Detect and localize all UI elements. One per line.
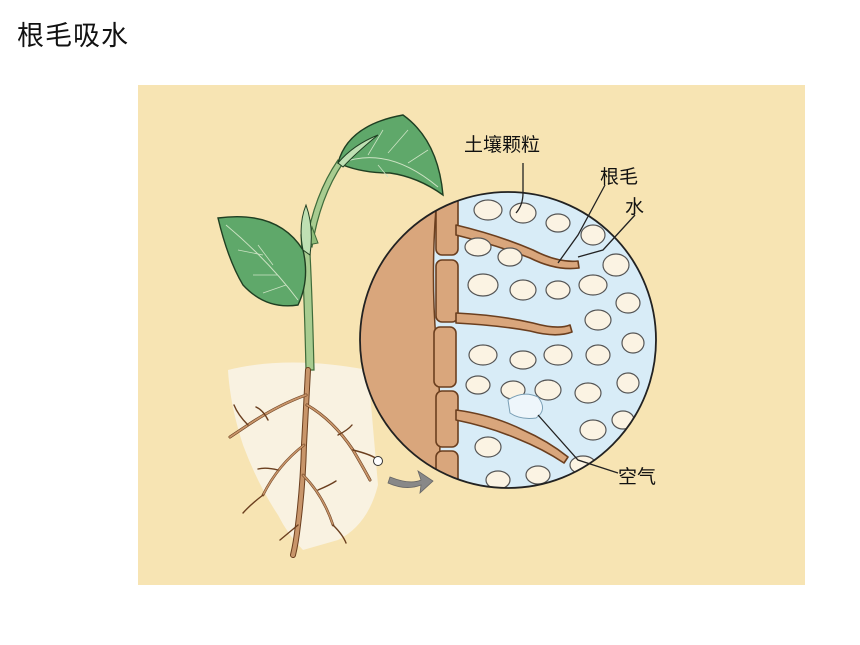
left-leaf-vein [225, 224, 299, 301]
left-leaf [217, 215, 307, 307]
diagram-svg: 土壤颗粒 根毛 水 空气 [138, 85, 805, 585]
magnified-circle-outline [359, 191, 657, 489]
soil-particles [464, 199, 645, 488]
label-soil-particles: 土壤颗粒 [464, 134, 540, 156]
magnify-marker [373, 456, 383, 466]
right-leaf-vein [340, 157, 439, 188]
left-leaf-underside [300, 203, 312, 256]
left-leaf-veins [237, 244, 287, 294]
leader-lines [515, 163, 636, 474]
root-system [228, 367, 379, 558]
label-root-hair: 根毛 [600, 166, 638, 188]
right-leaf-underside [337, 134, 379, 168]
right-leaf [337, 114, 444, 197]
air-pocket [507, 393, 543, 419]
epidermal-cells [433, 192, 459, 488]
label-water: 水 [625, 196, 644, 218]
slide-title: 根毛吸水 [17, 21, 129, 52]
magnify-arrow [387, 470, 434, 495]
root-hair-diagram: 土壤颗粒 根毛 水 空气 [138, 85, 805, 585]
root-hairs [455, 224, 580, 464]
seedling [217, 114, 444, 558]
right-leaf-veins [367, 129, 429, 178]
label-air: 空气 [618, 466, 656, 488]
